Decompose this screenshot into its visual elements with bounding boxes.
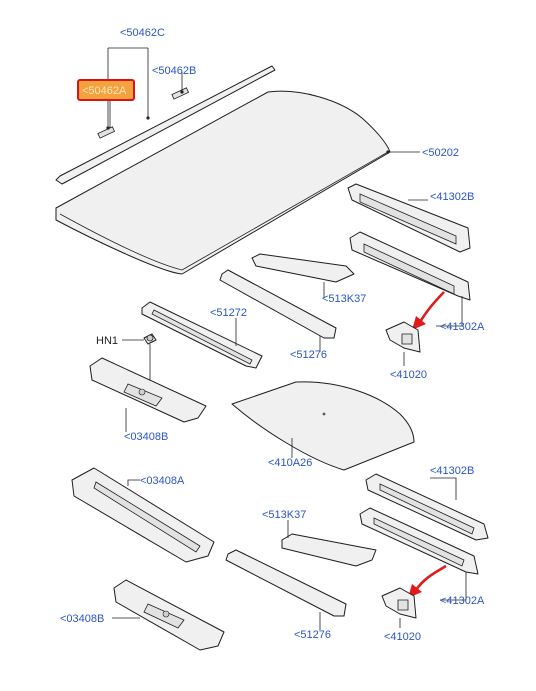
molding-clip-b — [171, 87, 190, 100]
label-41020-top[interactable]: <41020 — [390, 369, 427, 381]
molding-clip-a — [97, 126, 116, 139]
roof-bow-513K37-bottom — [281, 533, 377, 567]
install-arrow-upper — [412, 291, 445, 330]
roof-molding-strip — [55, 65, 276, 185]
label-03408B-bottom[interactable]: <03408B — [60, 613, 104, 625]
roof-panel — [55, 90, 391, 275]
label-50462A[interactable]: <50462A — [82, 85, 127, 97]
header-rail-upper — [347, 183, 471, 253]
header-rail-upper-bottom — [365, 473, 489, 541]
label-50462B[interactable]: <50462B — [152, 65, 196, 77]
rear-panel-03408B-bottom — [113, 579, 225, 651]
label-03408A[interactable]: <03408A — [140, 475, 185, 487]
label-03408B-top[interactable]: <03408B — [124, 431, 168, 443]
header-rail-lower-bottom — [359, 507, 479, 575]
label-41302A-top[interactable]: <41302A — [440, 321, 485, 333]
label-41020-bottom[interactable]: <41020 — [384, 631, 421, 643]
bracket-41020-bottom — [381, 587, 417, 619]
header-rail-lower — [349, 231, 471, 301]
headliner-410A26 — [231, 381, 415, 471]
label-51276-top[interactable]: <51276 — [290, 349, 327, 361]
label-50202[interactable]: <50202 — [422, 147, 459, 159]
label-513K37-top[interactable]: <513K37 — [322, 293, 366, 305]
label-41302A-bottom[interactable]: <41302A — [440, 595, 485, 607]
install-arrow-lower — [408, 564, 447, 598]
label-41302B-top[interactable]: <41302B — [430, 191, 474, 203]
label-51276-bottom[interactable]: <51276 — [294, 629, 331, 641]
label-41302B-bottom[interactable]: <41302B — [430, 465, 474, 477]
bracket-41020-top — [385, 321, 421, 353]
label-410A26[interactable]: <410A26 — [268, 457, 312, 469]
roof-bow-51272 — [141, 301, 263, 369]
label-51272[interactable]: <51272 — [210, 307, 247, 319]
label-hn1[interactable]: HN1 — [96, 335, 118, 347]
roof-bow-513K37-top — [251, 253, 355, 283]
highlight-box-50462A[interactable]: <50462A — [77, 79, 135, 101]
rear-panel-03408A — [71, 467, 215, 563]
label-50462C[interactable]: <50462C — [120, 27, 165, 39]
fastener-hn1 — [143, 333, 157, 345]
label-513K37-bottom[interactable]: <513K37 — [262, 509, 306, 521]
roof-bow-51276-bottom — [225, 549, 347, 617]
roof-bow-51276-top — [219, 269, 337, 339]
rear-panel-03408B-top — [89, 357, 207, 423]
